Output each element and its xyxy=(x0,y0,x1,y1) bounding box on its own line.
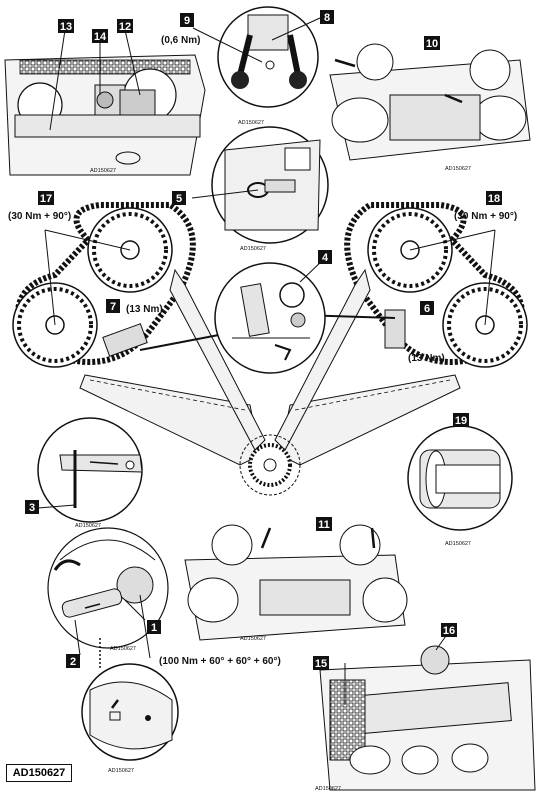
panel-ref: AD150627 xyxy=(110,646,136,652)
panel-guide-clip: AD150627 xyxy=(191,126,329,252)
svg-text:12: 12 xyxy=(119,21,131,33)
callout-17: 17 xyxy=(38,191,54,205)
callout-2: 2 xyxy=(66,654,80,668)
panel-ref: AD150627 xyxy=(238,120,264,126)
panel-camshaft-alignment: AD150627 xyxy=(315,632,536,792)
callout-18: 18 xyxy=(486,191,502,205)
panel-ref: AD150627 xyxy=(240,246,266,252)
panel-ref: AD150627 xyxy=(445,541,471,547)
callout-3: 3 xyxy=(25,500,39,514)
svg-text:17: 17 xyxy=(40,193,52,205)
panel-tensioner-detail xyxy=(214,257,326,374)
panel-cylinder-head: AD150627 xyxy=(184,524,408,642)
svg-text:10: 10 xyxy=(426,38,438,50)
svg-text:5: 5 xyxy=(176,193,182,205)
torque-label-1: (100 Nm + 60° + 60° + 60°) xyxy=(159,656,281,667)
callout-12: 12 xyxy=(117,19,133,33)
svg-text:1: 1 xyxy=(151,622,157,634)
callout-7: 7 xyxy=(106,299,120,313)
svg-text:14: 14 xyxy=(94,31,107,43)
callout-16: 16 xyxy=(441,623,457,637)
figure-reference: AD150627 xyxy=(6,764,72,782)
panel-camshaft-tool: AD150627 xyxy=(329,43,531,172)
callout-4: 4 xyxy=(318,250,332,264)
panel-ref: AD150627 xyxy=(108,768,134,774)
callout-13: 13 xyxy=(58,19,74,33)
callout-8: 8 xyxy=(320,10,334,24)
svg-text:7: 7 xyxy=(110,301,116,313)
callout-6: 6 xyxy=(420,301,434,315)
callout-5: 5 xyxy=(172,191,186,205)
svg-text:8: 8 xyxy=(324,12,330,24)
callout-1: 1 xyxy=(147,620,161,634)
callout-10: 10 xyxy=(424,36,440,50)
panel-ref: AD150627 xyxy=(445,166,471,172)
panel-camshaft-lock: AD150627 xyxy=(4,29,206,176)
panel-ref: AD150627 xyxy=(90,168,116,174)
panel-tensioner-pin: AD150627 xyxy=(192,6,321,126)
timing-chain-layout xyxy=(12,202,528,496)
panel-ref: AD150627 xyxy=(315,786,341,792)
svg-text:11: 11 xyxy=(318,519,330,531)
svg-text:4: 4 xyxy=(322,252,329,264)
svg-text:3: 3 xyxy=(29,502,35,514)
callout-11: 11 xyxy=(316,517,332,531)
panel-special-tool: AD150627 xyxy=(407,425,513,547)
panel-ref: AD150627 xyxy=(75,523,101,529)
torque-label-18: (30 Nm + 90°) xyxy=(454,211,517,222)
svg-text:9: 9 xyxy=(184,15,190,27)
svg-text:6: 6 xyxy=(424,303,430,315)
svg-text:18: 18 xyxy=(488,193,500,205)
svg-text:13: 13 xyxy=(60,21,72,33)
svg-text:19: 19 xyxy=(455,415,467,427)
svg-text:15: 15 xyxy=(315,658,327,670)
callout-15: 15 xyxy=(313,656,329,670)
svg-text:2: 2 xyxy=(70,656,76,668)
torque-label-7: (13 Nm) xyxy=(126,304,163,315)
torque-label-9: (0,6 Nm) xyxy=(161,35,200,46)
panel-timing-mark: AD150627 xyxy=(81,663,179,774)
torque-label-6: (13 Nm) xyxy=(408,353,445,364)
svg-text:16: 16 xyxy=(443,625,455,637)
panel-ref: AD150627 xyxy=(240,636,266,642)
panel-crankshaft-pulley: AD150627 xyxy=(47,527,169,668)
callout-9: 9 xyxy=(180,13,194,27)
callout-19: 19 xyxy=(453,413,469,427)
callout-14: 14 xyxy=(92,29,108,43)
torque-label-17: (30 Nm + 90°) xyxy=(8,211,71,222)
panel-locking-tool: AD150627 xyxy=(37,417,143,529)
